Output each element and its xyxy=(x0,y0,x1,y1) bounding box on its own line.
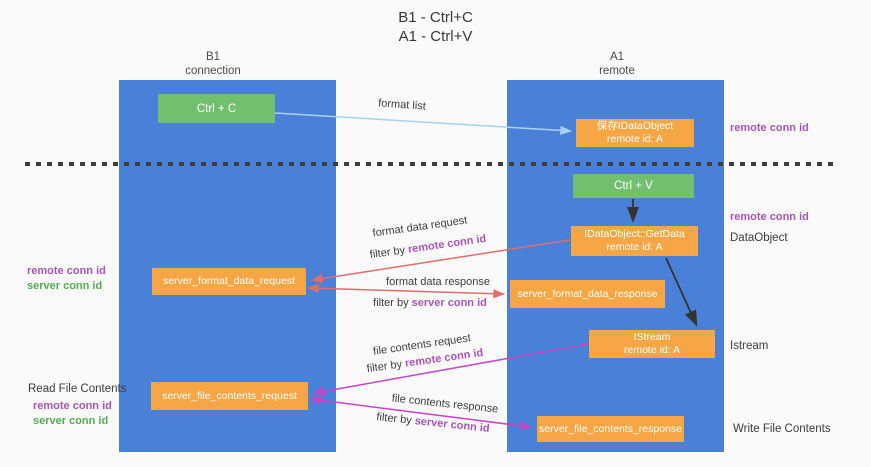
server-format-data-response-box: server_format_data_response xyxy=(510,280,665,308)
server-conn-id-highlight: server conn id xyxy=(411,297,487,309)
format-data-response-label: format data response xyxy=(386,276,490,288)
dataobject-annotation: DataObject xyxy=(730,232,788,244)
ctrl-c-label: Ctrl + C xyxy=(196,102,237,115)
filter-by-text: filter by xyxy=(375,411,416,428)
lifeline-a1-role: remote xyxy=(599,65,635,77)
save-dataobject-line2: remote id: A xyxy=(606,133,664,145)
server-conn-id-annotation-left-2: server conn id xyxy=(33,415,109,427)
remote-conn-id-annotation-left-2: remote conn id xyxy=(33,400,112,412)
server-conn-id-highlight: server conn id xyxy=(414,415,491,435)
server-format-data-request-box: server_format_data_request xyxy=(152,268,306,295)
ctrl-v-label: Ctrl + V xyxy=(614,180,653,192)
getdata-line1: IDataObject::GetData xyxy=(584,228,685,240)
title-line-1: B1 - Ctrl+C xyxy=(398,9,473,26)
server-format-data-request-label: server_format_data_request xyxy=(163,275,295,287)
write-file-contents-annotation: Write File Contents xyxy=(733,423,831,435)
lifeline-b1-role: connection xyxy=(185,65,241,77)
lifeline-b1-header: B1 connection xyxy=(143,50,283,78)
lifeline-a1-header: A1 remote xyxy=(547,50,687,78)
server-file-contents-request-box: server_file_contents_request xyxy=(151,382,308,410)
server-file-contents-response-label: server_file_contents_response xyxy=(538,422,682,435)
server-file-contents-response-box: server_file_contents_response xyxy=(537,416,684,442)
remote-conn-id-annotation-top-right: remote conn id xyxy=(730,122,809,134)
format-list-label: format list xyxy=(377,97,427,113)
server-conn-id-annotation-left-1: server conn id xyxy=(27,280,103,292)
istream-line1: IStream xyxy=(633,331,671,343)
istream-annotation: Istream xyxy=(730,340,769,352)
remote-conn-id-highlight: remote conn id xyxy=(407,232,487,256)
ctrl-v-box: Ctrl + V xyxy=(573,174,694,198)
title-line-2: A1 - Ctrl+V xyxy=(398,28,473,45)
server-format-data-response-label: server_format_data_response xyxy=(517,287,658,300)
read-file-contents-annotation: Read File Contents xyxy=(28,383,127,395)
filter-by-text: filter by xyxy=(366,357,406,376)
remote-conn-id-annotation-left-1: remote conn id xyxy=(27,265,106,277)
filter-by-text: filter by xyxy=(373,297,412,309)
ctrl-c-box: Ctrl + C xyxy=(158,94,275,123)
istream-box: IStream remote id: A xyxy=(589,330,715,358)
server-file-contents-request-label: server_file_contents_request xyxy=(162,389,297,402)
istream-line2: remote id: A xyxy=(623,344,681,356)
diagram-title: B1 - Ctrl+C A1 - Ctrl+V xyxy=(0,8,871,46)
filter-by-text: filter by xyxy=(369,243,409,262)
getdata-box: IDataObject::GetData remote id: A xyxy=(571,226,698,256)
lifeline-a1-name: A1 xyxy=(609,51,625,63)
save-dataobject-line1: 保存IDataObject xyxy=(596,120,674,132)
filter-by-server-conn-id-label-1: filter by server conn id xyxy=(345,297,515,309)
lifeline-b1-name: B1 xyxy=(205,51,221,63)
remote-conn-id-annotation-right: remote conn id xyxy=(730,211,809,223)
format-data-response-arrow xyxy=(306,283,506,299)
getdata-line2: remote id: A xyxy=(606,241,663,253)
save-dataobject-box: 保存IDataObject remote id: A xyxy=(576,119,694,147)
